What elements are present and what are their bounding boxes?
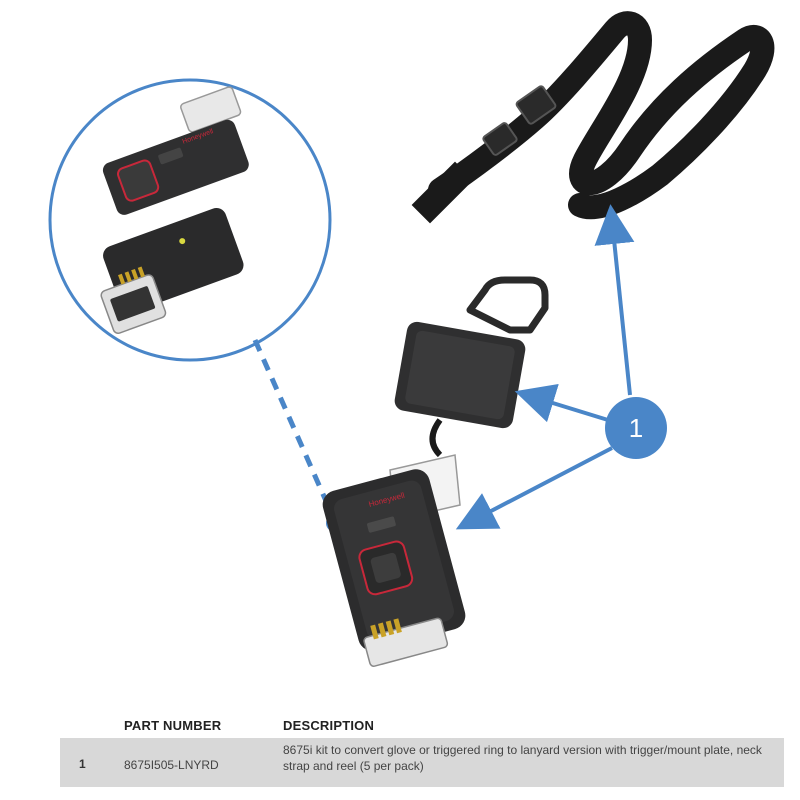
detail-circle: Honeywell	[48, 78, 332, 362]
arrow-to-strap	[594, 204, 635, 396]
arrow-to-reel	[514, 383, 609, 423]
part-number-header: PART NUMBER	[124, 718, 222, 733]
trigger-plate-detail: Honeywell	[102, 86, 249, 215]
reel	[394, 321, 526, 429]
detail-connector	[252, 338, 333, 512]
row-part-number: 8675I505-LNYRD	[124, 758, 219, 772]
callout-arrows	[455, 204, 667, 530]
row-item-number: 1	[79, 757, 86, 771]
main-device: Honeywell	[322, 276, 549, 667]
callout-number: 1	[628, 413, 644, 443]
carabiner	[466, 276, 549, 334]
strap-buckle	[515, 85, 557, 125]
scanner-body-detail	[100, 207, 244, 334]
arrow-to-plate	[455, 446, 613, 530]
neck-strap	[411, 11, 775, 224]
table-row	[60, 738, 784, 787]
product-illustration: Honeywell Honey	[48, 11, 775, 667]
row-description: 8675i kit to convert glove or triggered …	[283, 743, 762, 773]
description-header: DESCRIPTION	[283, 718, 375, 733]
callout-badge	[605, 397, 667, 459]
